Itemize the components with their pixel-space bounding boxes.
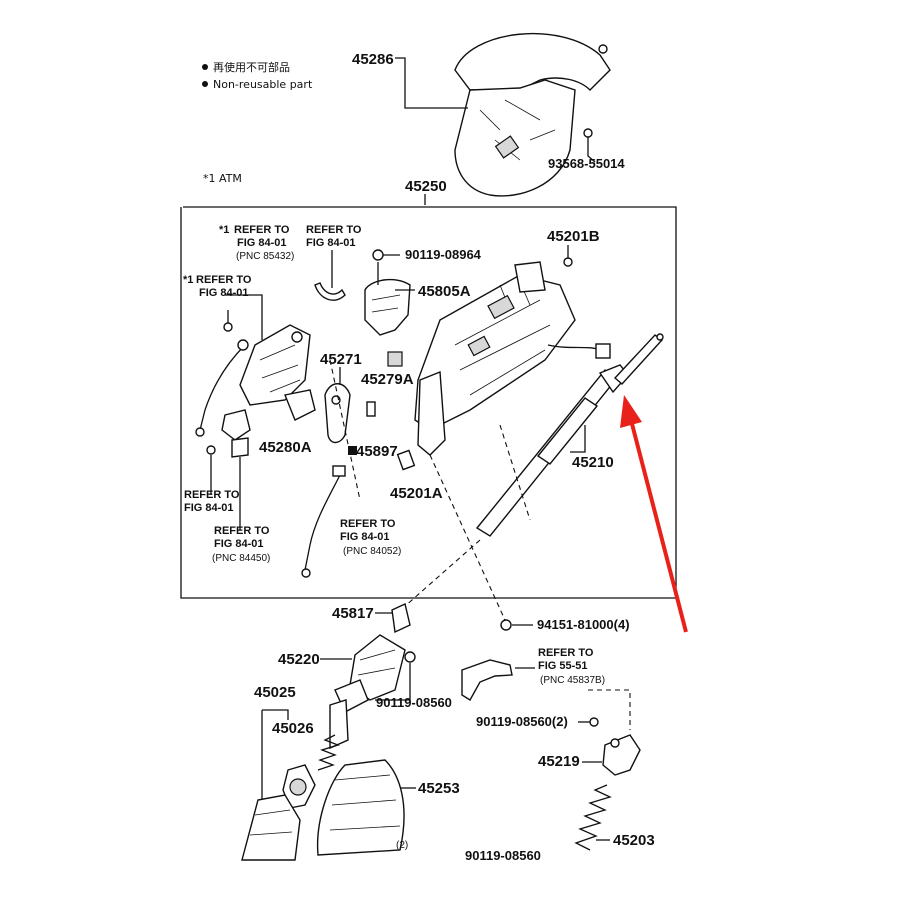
boot-45026 xyxy=(282,764,316,809)
part-number-90119-08560-2: 90119-08560(2) xyxy=(476,714,568,729)
svg-text:REFER TO: REFER TO xyxy=(214,525,270,537)
part-number-94151-81000: 94151-81000(4) xyxy=(537,617,630,632)
centerline-e xyxy=(588,689,631,730)
part-number-45271: 45271 xyxy=(320,351,362,368)
part-number-45026: 45026 xyxy=(272,720,314,737)
footnote-atm: *1 ATM xyxy=(203,172,242,185)
part-number-45805A: 45805A xyxy=(418,283,471,300)
reference-note-fig-84-01-left: *1 REFER TO FIG 84-01 xyxy=(183,274,252,299)
part-number-45280A: 45280A xyxy=(259,439,312,456)
legend-line-1: 再使用不可部品 xyxy=(213,60,290,74)
bolt-90119-08560 xyxy=(404,651,416,663)
part-number-45897: 45897 xyxy=(356,443,398,460)
centerline-b xyxy=(429,454,506,621)
leader-90119-08560 xyxy=(375,663,411,701)
part-number-45817: 45817 xyxy=(332,605,374,622)
svg-text:REFER TO: REFER TO xyxy=(538,647,594,659)
reference-note-pnc-84052: REFER TO FIG 84-01 (PNC 84052) xyxy=(340,518,401,557)
part-number-45025: 45025 xyxy=(254,684,296,701)
svg-text:(PNC 84450): (PNC 84450) xyxy=(212,553,270,564)
svg-text:REFER TO: REFER TO xyxy=(340,518,396,530)
bolt-90119-08560-2 xyxy=(589,717,599,727)
svg-text:*1: *1 xyxy=(183,274,193,286)
intermediate-shaft-45220 xyxy=(329,634,406,750)
reference-note-fig-84-01-top: REFER TO FIG 84-01 xyxy=(306,224,362,249)
spring-45203 xyxy=(574,784,612,851)
svg-text:(PNC 45837B): (PNC 45837B) xyxy=(540,675,605,686)
svg-text:FIG 84-01: FIG 84-01 xyxy=(184,502,234,514)
legend-bullet-icon xyxy=(202,64,208,70)
part-number-45201A: 45201A xyxy=(390,485,443,502)
part-number-45253: 45253 xyxy=(418,780,460,797)
part-number-45219: 45219 xyxy=(538,753,580,770)
clip-fig-55-51 xyxy=(461,659,513,701)
svg-text:FIG 55-51: FIG 55-51 xyxy=(538,660,588,672)
clip-84-01-top xyxy=(314,250,346,301)
pointer-arrow-icon xyxy=(620,395,688,633)
svg-text:REFER TO: REFER TO xyxy=(306,224,362,236)
column-cover-upper xyxy=(454,32,611,197)
legend: 再使用不可部品 Non-reusable part *1 ATM xyxy=(202,60,313,185)
svg-text:REFER TO: REFER TO xyxy=(184,489,240,501)
svg-text:FIG 84-01: FIG 84-01 xyxy=(340,531,390,543)
svg-text:FIG 84-01: FIG 84-01 xyxy=(306,237,356,249)
part-number-93568-55014: 93568-55014 xyxy=(548,156,625,171)
centerline-c xyxy=(499,424,531,521)
svg-text:REFER TO: REFER TO xyxy=(234,224,290,236)
part-number-45250: 45250 xyxy=(405,178,447,195)
reference-note-pnc-84450: REFER TO FIG 84-01 (PNC 84450) xyxy=(212,525,270,564)
steering-main-shaft xyxy=(475,333,664,537)
part-number-90119-08560: 90119-08560 xyxy=(376,695,452,710)
svg-text:*1: *1 xyxy=(219,224,229,236)
bracket-45271 xyxy=(324,383,351,444)
svg-text:REFER TO: REFER TO xyxy=(196,274,252,286)
part-number-90119-08964: 90119-08964 xyxy=(405,247,482,262)
leader-93568 xyxy=(587,137,596,163)
svg-text:FIG 84-01: FIG 84-01 xyxy=(214,538,264,550)
yoke-45219 xyxy=(602,734,641,776)
ignition-switch-assembly xyxy=(195,294,316,530)
column-housing-assembly xyxy=(414,257,611,456)
part-45201A-shape xyxy=(396,449,416,471)
bushing-45817 xyxy=(391,603,411,634)
part-number-bottom-cut: 90119-08560 xyxy=(465,848,541,863)
svg-text:FIG 84-01: FIG 84-01 xyxy=(237,237,287,249)
legend-line-2: Non-reusable part xyxy=(213,78,313,91)
part-number-45203: 45203 xyxy=(613,832,655,849)
cover-45253 xyxy=(316,759,405,856)
spring-45026 xyxy=(317,734,340,771)
leader-45286 xyxy=(395,57,468,109)
bottom-quantity-mark: (2) xyxy=(396,840,408,851)
reference-note-fig-84-01-mid: REFER TO FIG 84-01 xyxy=(184,489,240,514)
reference-note-pnc-85432: *1 REFER TO FIG 84-01 (PNC 85432) xyxy=(219,224,294,262)
svg-text:(PNC 84052): (PNC 84052) xyxy=(343,546,401,557)
part-number-45201B: 45201B xyxy=(547,228,600,245)
screw-45897 xyxy=(348,401,376,455)
nut-94151 xyxy=(500,619,512,631)
part-number-45210: 45210 xyxy=(572,454,614,471)
leader-45210 xyxy=(570,425,586,453)
lower-cover-left xyxy=(241,794,301,861)
svg-text:(PNC 85432): (PNC 85432) xyxy=(236,251,294,262)
centerline-a xyxy=(329,359,361,501)
part-number-45286: 45286 xyxy=(352,51,394,68)
svg-text:FIG 84-01: FIG 84-01 xyxy=(199,287,249,299)
housing-45805A xyxy=(364,249,411,336)
centerline-d xyxy=(394,539,481,616)
wire-harness-84052 xyxy=(301,465,346,578)
part-number-45220: 45220 xyxy=(278,651,320,668)
reference-note-pnc-45837b: REFER TO FIG 55-51 (PNC 45837B) xyxy=(538,647,605,686)
legend-bullet-icon xyxy=(202,81,208,87)
part-number-45279A: 45279A xyxy=(361,371,414,388)
part-45279A-shape xyxy=(387,351,403,367)
